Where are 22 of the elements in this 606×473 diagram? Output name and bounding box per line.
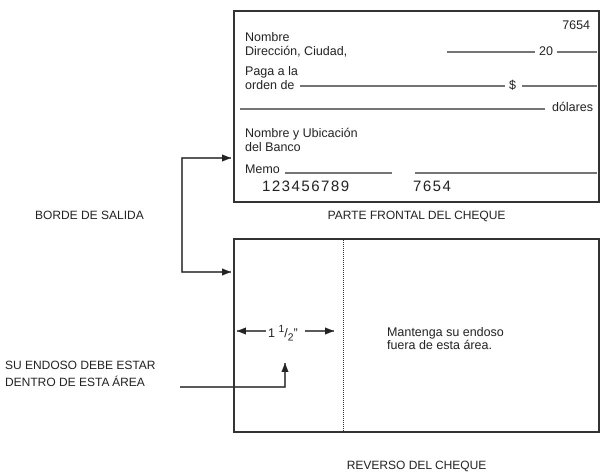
address-text: Dirección, Ciudad, (245, 44, 348, 58)
leader-line (180, 363, 289, 388)
arrow (181, 215, 231, 276)
name-text: Nombre (245, 30, 290, 44)
bank-text: Nombre y Ubicación del Banco (245, 126, 359, 154)
check-back (233, 238, 600, 433)
routing-number: 123456789 (262, 179, 351, 195)
check-number: 7654 (413, 179, 452, 195)
memo-text: Memo (245, 162, 280, 176)
dollar-sign: $ (509, 78, 516, 92)
check-front (233, 10, 600, 203)
callout-text: SU ENDOSO DEBE ESTAR DENTRO DE ESTA ÁREA (5, 357, 156, 391)
caption-text: REVERSO DEL CHEQUE (346, 458, 486, 472)
callout-text: BORDE DE SALIDA (35, 207, 145, 224)
date-text: 20 (539, 44, 553, 58)
amount-text: dólares (552, 100, 593, 114)
arrow (181, 154, 231, 215)
dimension-label: 1 $^{1}$/$_{2}$” (268, 323, 298, 346)
check-number: 7654 (562, 18, 590, 32)
caption-text: PARTE FRONTAL DEL CHEQUE (328, 208, 506, 222)
payee-text: Paga a la orden de (245, 64, 299, 92)
instruction-text: Mantenga su endoso fuera de esta área. (387, 326, 505, 352)
